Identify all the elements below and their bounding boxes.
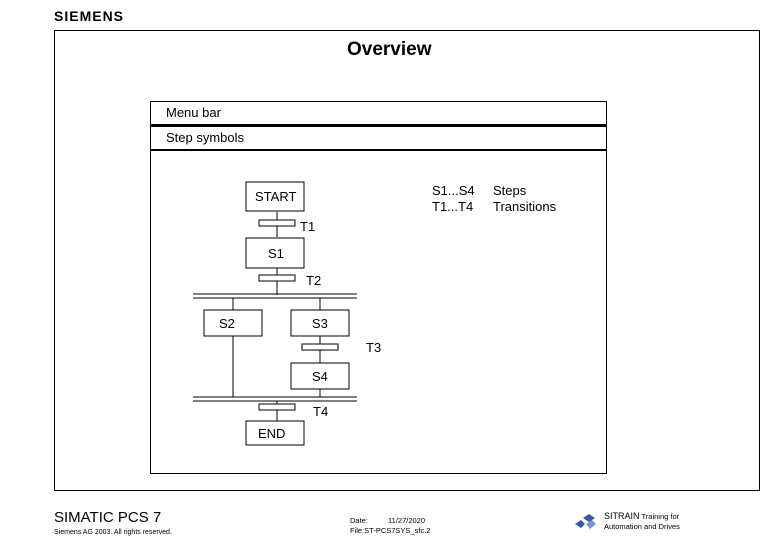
- legend-transitions-range: T1...T4: [432, 199, 473, 214]
- footer-file: File:ST-PCS7SYS_sfc.2: [350, 526, 431, 535]
- step-symbols-bar: Step symbols: [150, 126, 607, 151]
- footer-date-label: Date:: [350, 516, 368, 525]
- transition-t3: [301, 343, 339, 351]
- step-s2-label: S2: [219, 316, 235, 331]
- menu-bar: Menu bar: [150, 101, 607, 126]
- step-s1: [245, 237, 305, 269]
- step-s3-label: S3: [312, 316, 328, 331]
- transition-t2-label: T2: [306, 273, 321, 288]
- step-s4-label: S4: [312, 369, 328, 384]
- slide-title-text: Overview: [347, 39, 432, 60]
- step-s3: [290, 309, 350, 337]
- legend-steps-label: Steps: [493, 183, 527, 198]
- step-end: [245, 420, 305, 446]
- sitrain-brand: SITRAIN: [604, 511, 640, 521]
- footer-date-value: 11/27/2020: [388, 516, 426, 525]
- transition-t4: [258, 403, 296, 411]
- sitrain-logo-icon: [575, 514, 596, 529]
- sitrain-tagline-2: Automation and Drives: [604, 522, 680, 531]
- siemens-logo: SIEMENS: [54, 8, 125, 24]
- step-end-label: END: [258, 426, 285, 441]
- step-s1-label: S1: [268, 246, 284, 261]
- footer-copyright: Siemens AG 2003. All rights reserved.: [54, 529, 172, 536]
- step-start-label: START: [255, 189, 296, 204]
- legend-steps-range: S1...S4: [432, 183, 475, 198]
- footer-date-file: Date: 11/27/2020 File:ST-PCS7SYS_sfc.2: [350, 516, 430, 536]
- sfc-editor-area: [150, 148, 607, 474]
- transition-t1-label: T1: [300, 219, 315, 234]
- footer-sitrain: SITRAIN Training for Automation and Driv…: [604, 511, 680, 532]
- transition-t3-label: T3: [366, 340, 381, 355]
- step-s4: [290, 362, 350, 390]
- transition-t2: [258, 274, 296, 282]
- footer-product: SIMATIC PCS 7: [54, 509, 162, 526]
- step-start: [245, 181, 305, 212]
- sitrain-tagline-1: Training for: [641, 512, 680, 521]
- step-s2: [203, 309, 263, 337]
- transition-t4-label: T4: [313, 404, 328, 419]
- slide-frame: [54, 30, 760, 491]
- transition-t1: [258, 219, 296, 227]
- legend-transitions-label: Transitions: [493, 199, 557, 214]
